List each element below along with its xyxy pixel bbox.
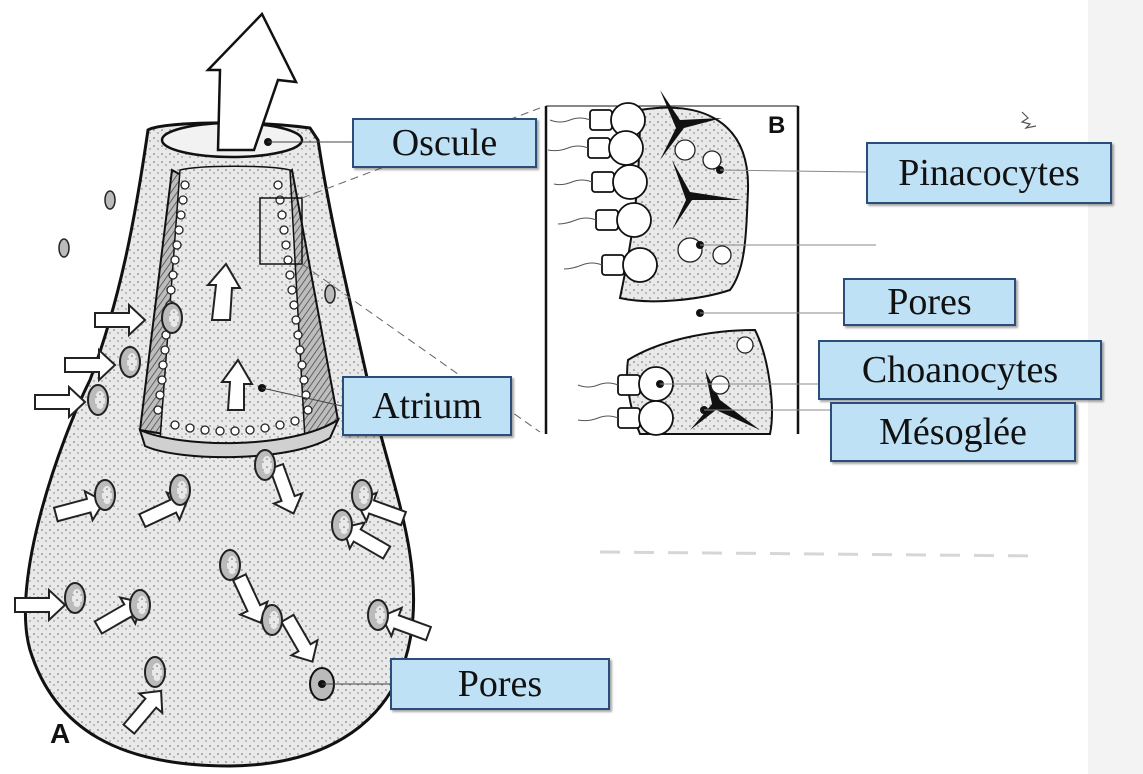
label-pores-bottom: Pores [390, 658, 610, 710]
label-pores-top: Pores [843, 278, 1016, 326]
label-oscule: Oscule [352, 118, 537, 168]
label-atrium: Atrium [342, 376, 512, 436]
label-pinacocytes: Pinacocytes [866, 142, 1112, 204]
label-mesoglee: Mésoglée [830, 402, 1076, 462]
scribble-mark [1022, 112, 1036, 128]
panel-label-b: B [768, 112, 785, 140]
faint-smudge [600, 552, 1040, 556]
panel-label-a: A [50, 718, 70, 750]
label-choanocytes: Choanocytes [818, 340, 1102, 400]
